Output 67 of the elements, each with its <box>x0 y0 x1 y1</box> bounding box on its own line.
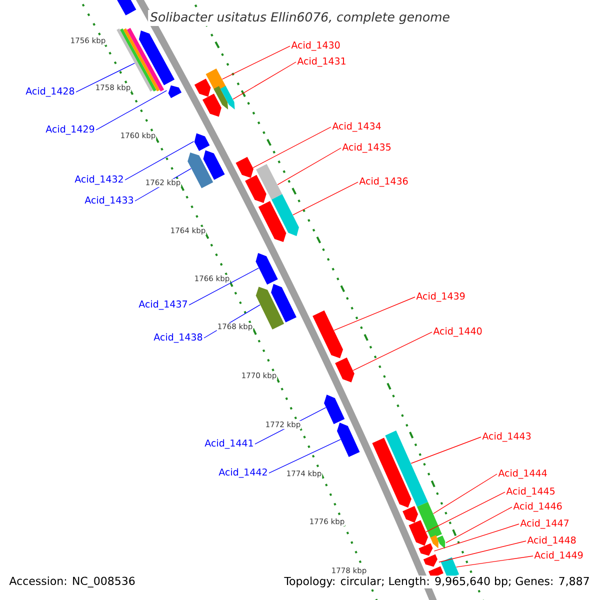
gene-block <box>114 0 136 16</box>
leader-line <box>438 540 526 562</box>
gene-label: Acid_1438 <box>154 333 202 343</box>
gene-label: Acid_1433 <box>84 196 134 206</box>
gene-label: Acid_1445 <box>506 487 555 497</box>
gene-label: Acid_1447 <box>520 519 569 529</box>
gene-label: Acid_1431 <box>297 57 346 67</box>
leader-line <box>232 62 296 100</box>
gene-block <box>256 252 278 285</box>
gene-label: Acid_1428 <box>26 87 74 97</box>
leader-line <box>76 62 136 92</box>
gene-label: Acid_1432 <box>74 175 123 185</box>
gene-label: Acid_1441 <box>204 439 253 449</box>
leader-line <box>96 90 167 130</box>
gene-label: Acid_1436 <box>359 177 408 187</box>
gene-label: Acid_1437 <box>138 300 187 310</box>
gene-block <box>116 28 164 92</box>
gene-label: Acid_1443 <box>482 432 531 442</box>
gene-block <box>423 554 438 567</box>
leader-line <box>268 439 341 474</box>
accession-text: Accession: NC_008536 <box>8 576 136 588</box>
gene-label: Acid_1430 <box>291 41 340 51</box>
leader-line <box>222 46 290 80</box>
gene-block <box>418 543 433 556</box>
gene-block <box>256 286 284 330</box>
gene-block <box>194 133 210 151</box>
gene-label: Acid_1444 <box>498 469 547 479</box>
gene-block <box>138 30 175 86</box>
leader-line <box>188 268 260 306</box>
gene-block <box>194 68 226 97</box>
gene-block <box>271 284 296 322</box>
leader-line <box>277 148 342 186</box>
gene-block <box>188 152 214 188</box>
gene-block <box>245 164 282 203</box>
leader-line <box>434 524 520 552</box>
gene-block <box>402 502 442 539</box>
leader-line <box>124 141 194 180</box>
title: Solibacter usitatus Ellin6076, complete genome <box>148 10 452 26</box>
gene-block <box>258 194 299 242</box>
leader-line <box>292 182 358 216</box>
leader-line <box>426 492 506 532</box>
leader-line <box>432 474 498 514</box>
gene-label: Acid_1435 <box>342 143 391 153</box>
leader-line <box>334 296 416 331</box>
leader-line <box>410 436 482 464</box>
gene-block <box>236 156 254 178</box>
leader-line <box>352 332 432 371</box>
gene-label: Acid_1448 <box>527 536 576 546</box>
gene-block <box>335 358 354 382</box>
gene-block <box>336 422 360 457</box>
leader-line <box>446 506 512 544</box>
leader-line <box>456 556 534 568</box>
gene-label: Acid_1449 <box>534 551 583 561</box>
gene-label: Acid_1434 <box>332 122 381 132</box>
gene-block <box>372 430 428 508</box>
gene-block <box>202 86 235 117</box>
gene-block <box>430 535 446 549</box>
gene-block <box>168 85 182 98</box>
gene-label: Acid_1442 <box>218 468 267 478</box>
gene-block <box>324 394 345 424</box>
gene-label: Acid_1446 <box>513 502 562 512</box>
gene-block <box>312 310 344 358</box>
gene-label: Acid_1439 <box>416 292 465 302</box>
gene-block <box>203 150 225 180</box>
gene-label: Acid_1429 <box>46 125 94 135</box>
leader-line <box>252 126 332 168</box>
gene-label: Acid_1440 <box>433 327 482 337</box>
